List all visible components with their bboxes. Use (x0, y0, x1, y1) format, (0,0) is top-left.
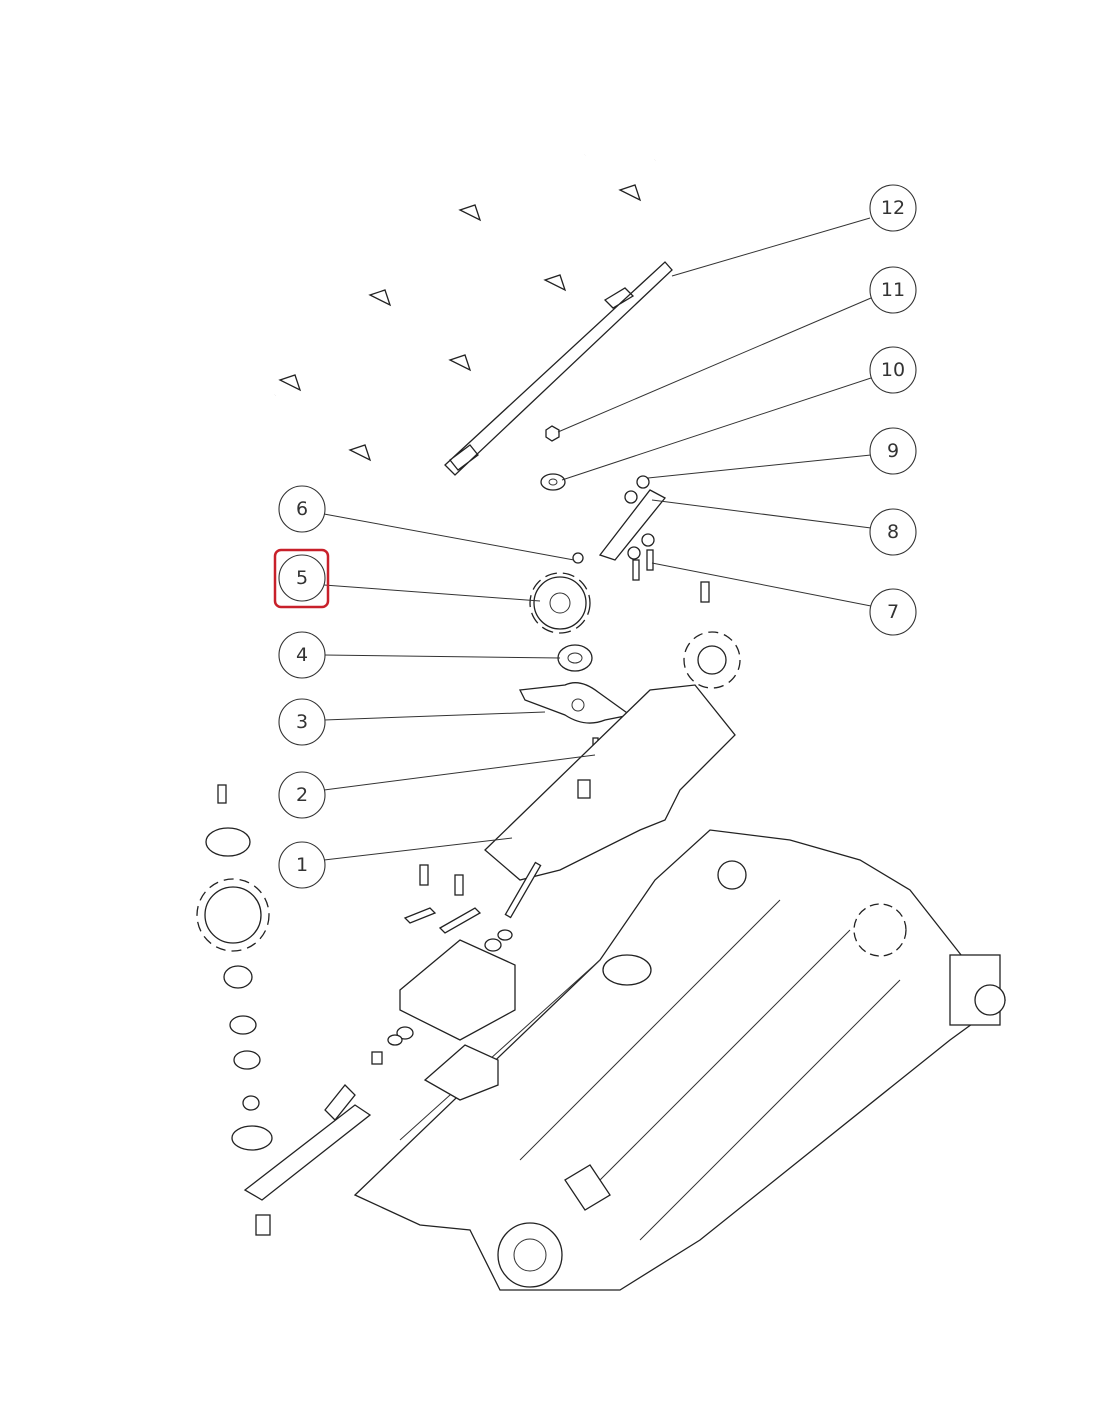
callout-4[interactable]: 4 (278, 631, 326, 679)
adjuster-plate (598, 489, 666, 561)
washer (540, 473, 566, 491)
callout-label: 7 (887, 601, 899, 623)
callout-6[interactable]: 6 (278, 485, 326, 533)
callout-12[interactable]: 12 (869, 184, 917, 232)
callout-1[interactable]: 1 (278, 841, 326, 889)
base-plate (484, 684, 736, 881)
callout-label: 6 (296, 498, 308, 520)
callout-label: 8 (887, 521, 899, 543)
callout-2[interactable]: 2 (278, 771, 326, 819)
chain-guide-rail (444, 261, 673, 476)
callout-label: 4 (296, 644, 308, 666)
cutter-blade (519, 682, 632, 724)
chassis (353, 829, 1006, 1291)
callout-label: 3 (296, 711, 308, 733)
callout-label: 12 (881, 197, 905, 219)
callout-5[interactable]: 5 (278, 554, 326, 602)
callout-11[interactable]: 11 (869, 266, 917, 314)
callout-label: 5 (296, 567, 308, 589)
callout-label: 10 (881, 359, 905, 381)
callout-label: 2 (296, 784, 308, 806)
nut (545, 425, 560, 442)
callout-9[interactable]: 9 (869, 427, 917, 475)
callout-label: 11 (881, 279, 905, 301)
callout-8[interactable]: 8 (869, 508, 917, 556)
highlight-box (273, 548, 330, 609)
callout-7[interactable]: 7 (869, 588, 917, 636)
callout-label: 9 (887, 440, 899, 462)
callout-label: 1 (296, 854, 308, 876)
cutter-chain (269, 150, 660, 486)
callout-3[interactable]: 3 (278, 698, 326, 746)
tension-assembly (196, 784, 372, 1236)
leader-lines (323, 217, 872, 861)
callout-10[interactable]: 10 (869, 346, 917, 394)
sprocket (529, 572, 591, 634)
bearing (557, 644, 593, 672)
